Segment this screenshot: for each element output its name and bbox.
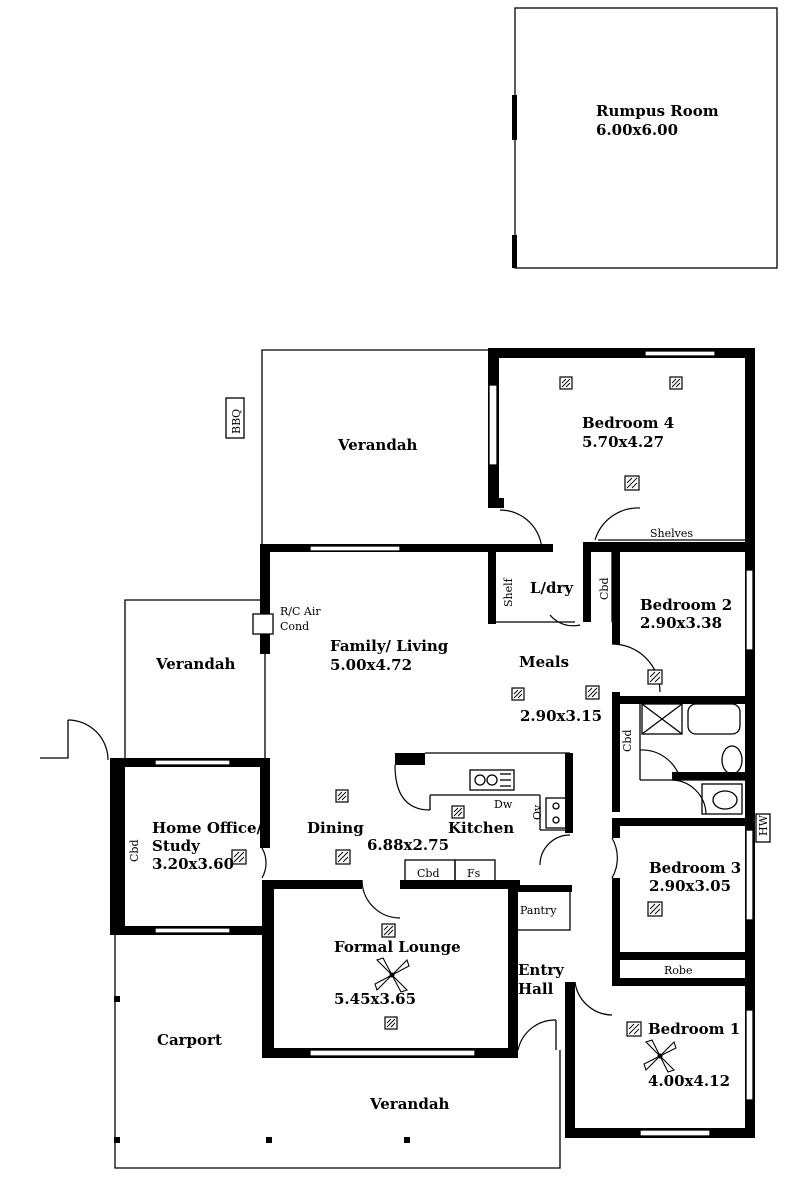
bedroom3-name: Bedroom 3 <box>649 859 741 877</box>
family-living-name: Family/ Living <box>330 637 449 655</box>
meals-name: Meals <box>519 653 569 671</box>
verandah-front-label: Verandah <box>369 1095 450 1113</box>
bedroom1-size: 4.00x4.12 <box>648 1072 730 1090</box>
outdoor-outlines <box>40 349 561 1169</box>
interior-walls <box>262 498 748 1058</box>
rumpus-room-name: Rumpus Room <box>596 102 719 120</box>
carport-label: Carport <box>157 1031 222 1049</box>
rumpus-room: Rumpus Room 6.00x6.00 <box>512 7 778 269</box>
cbd-office-label: Cbd <box>128 840 141 863</box>
cbd-laundry-label: Cbd <box>598 578 611 601</box>
verandah-top-label: Verandah <box>337 436 418 454</box>
fixtures <box>225 397 771 843</box>
shelf-label: Shelf <box>502 577 515 607</box>
ceiling-fan-icon <box>374 957 410 993</box>
hot-water-label: HW <box>757 814 770 836</box>
formal-lounge-name: Formal Lounge <box>334 938 461 956</box>
formal-lounge-size: 5.45x3.65 <box>334 990 416 1008</box>
bedroom2-size: 2.90x3.38 <box>640 614 722 632</box>
home-office-line2: Study <box>152 837 201 855</box>
family-living-size: 5.00x4.72 <box>330 656 412 674</box>
aircon-label-line2: Cond <box>280 620 309 633</box>
aircon-label-line1: R/C Air <box>280 605 321 618</box>
rumpus-room-size: 6.00x6.00 <box>596 121 678 139</box>
verandah-left-label: Verandah <box>155 655 236 673</box>
home-office-size: 3.20x3.60 <box>152 855 234 873</box>
fs-kitchen-label: Fs <box>467 867 481 880</box>
meals-size: 2.90x3.15 <box>520 707 602 725</box>
dining-name: Dining <box>307 819 364 837</box>
bbq-label: BBQ <box>230 409 243 434</box>
bedroom2-name: Bedroom 2 <box>640 596 732 614</box>
oven-label: Ov <box>531 804 544 820</box>
bedroom4-name: Bedroom 4 <box>582 414 674 432</box>
pantry-label: Pantry <box>520 904 557 917</box>
kitchen-name: Kitchen <box>448 819 514 837</box>
bedroom4-size: 5.70x4.27 <box>582 433 664 451</box>
entry-hall-line2: Hall <box>518 980 554 998</box>
shelves-label: Shelves <box>650 527 693 540</box>
ceiling-fan-icon <box>643 1039 677 1073</box>
bedroom3-size: 2.90x3.05 <box>649 877 731 895</box>
robe-label: Robe <box>664 964 692 977</box>
cbd-bath-label: Cbd <box>621 730 634 753</box>
lights <box>231 376 683 1073</box>
windows <box>154 350 754 1137</box>
dishwasher-label: Dw <box>494 798 513 811</box>
entry-hall-line1: Entry <box>518 961 565 979</box>
doors <box>261 507 707 1051</box>
laundry-label: L/dry <box>530 579 574 597</box>
cbd-kitchen-label: Cbd <box>417 867 440 880</box>
bedroom1-name: Bedroom 1 <box>648 1020 740 1038</box>
dining-size: 6.88x2.75 <box>367 836 449 854</box>
room-labels: Bedroom 4 5.70x4.27 Verandah Shelves She… <box>128 409 770 1113</box>
home-office-line1: Home Office/ <box>152 819 263 837</box>
